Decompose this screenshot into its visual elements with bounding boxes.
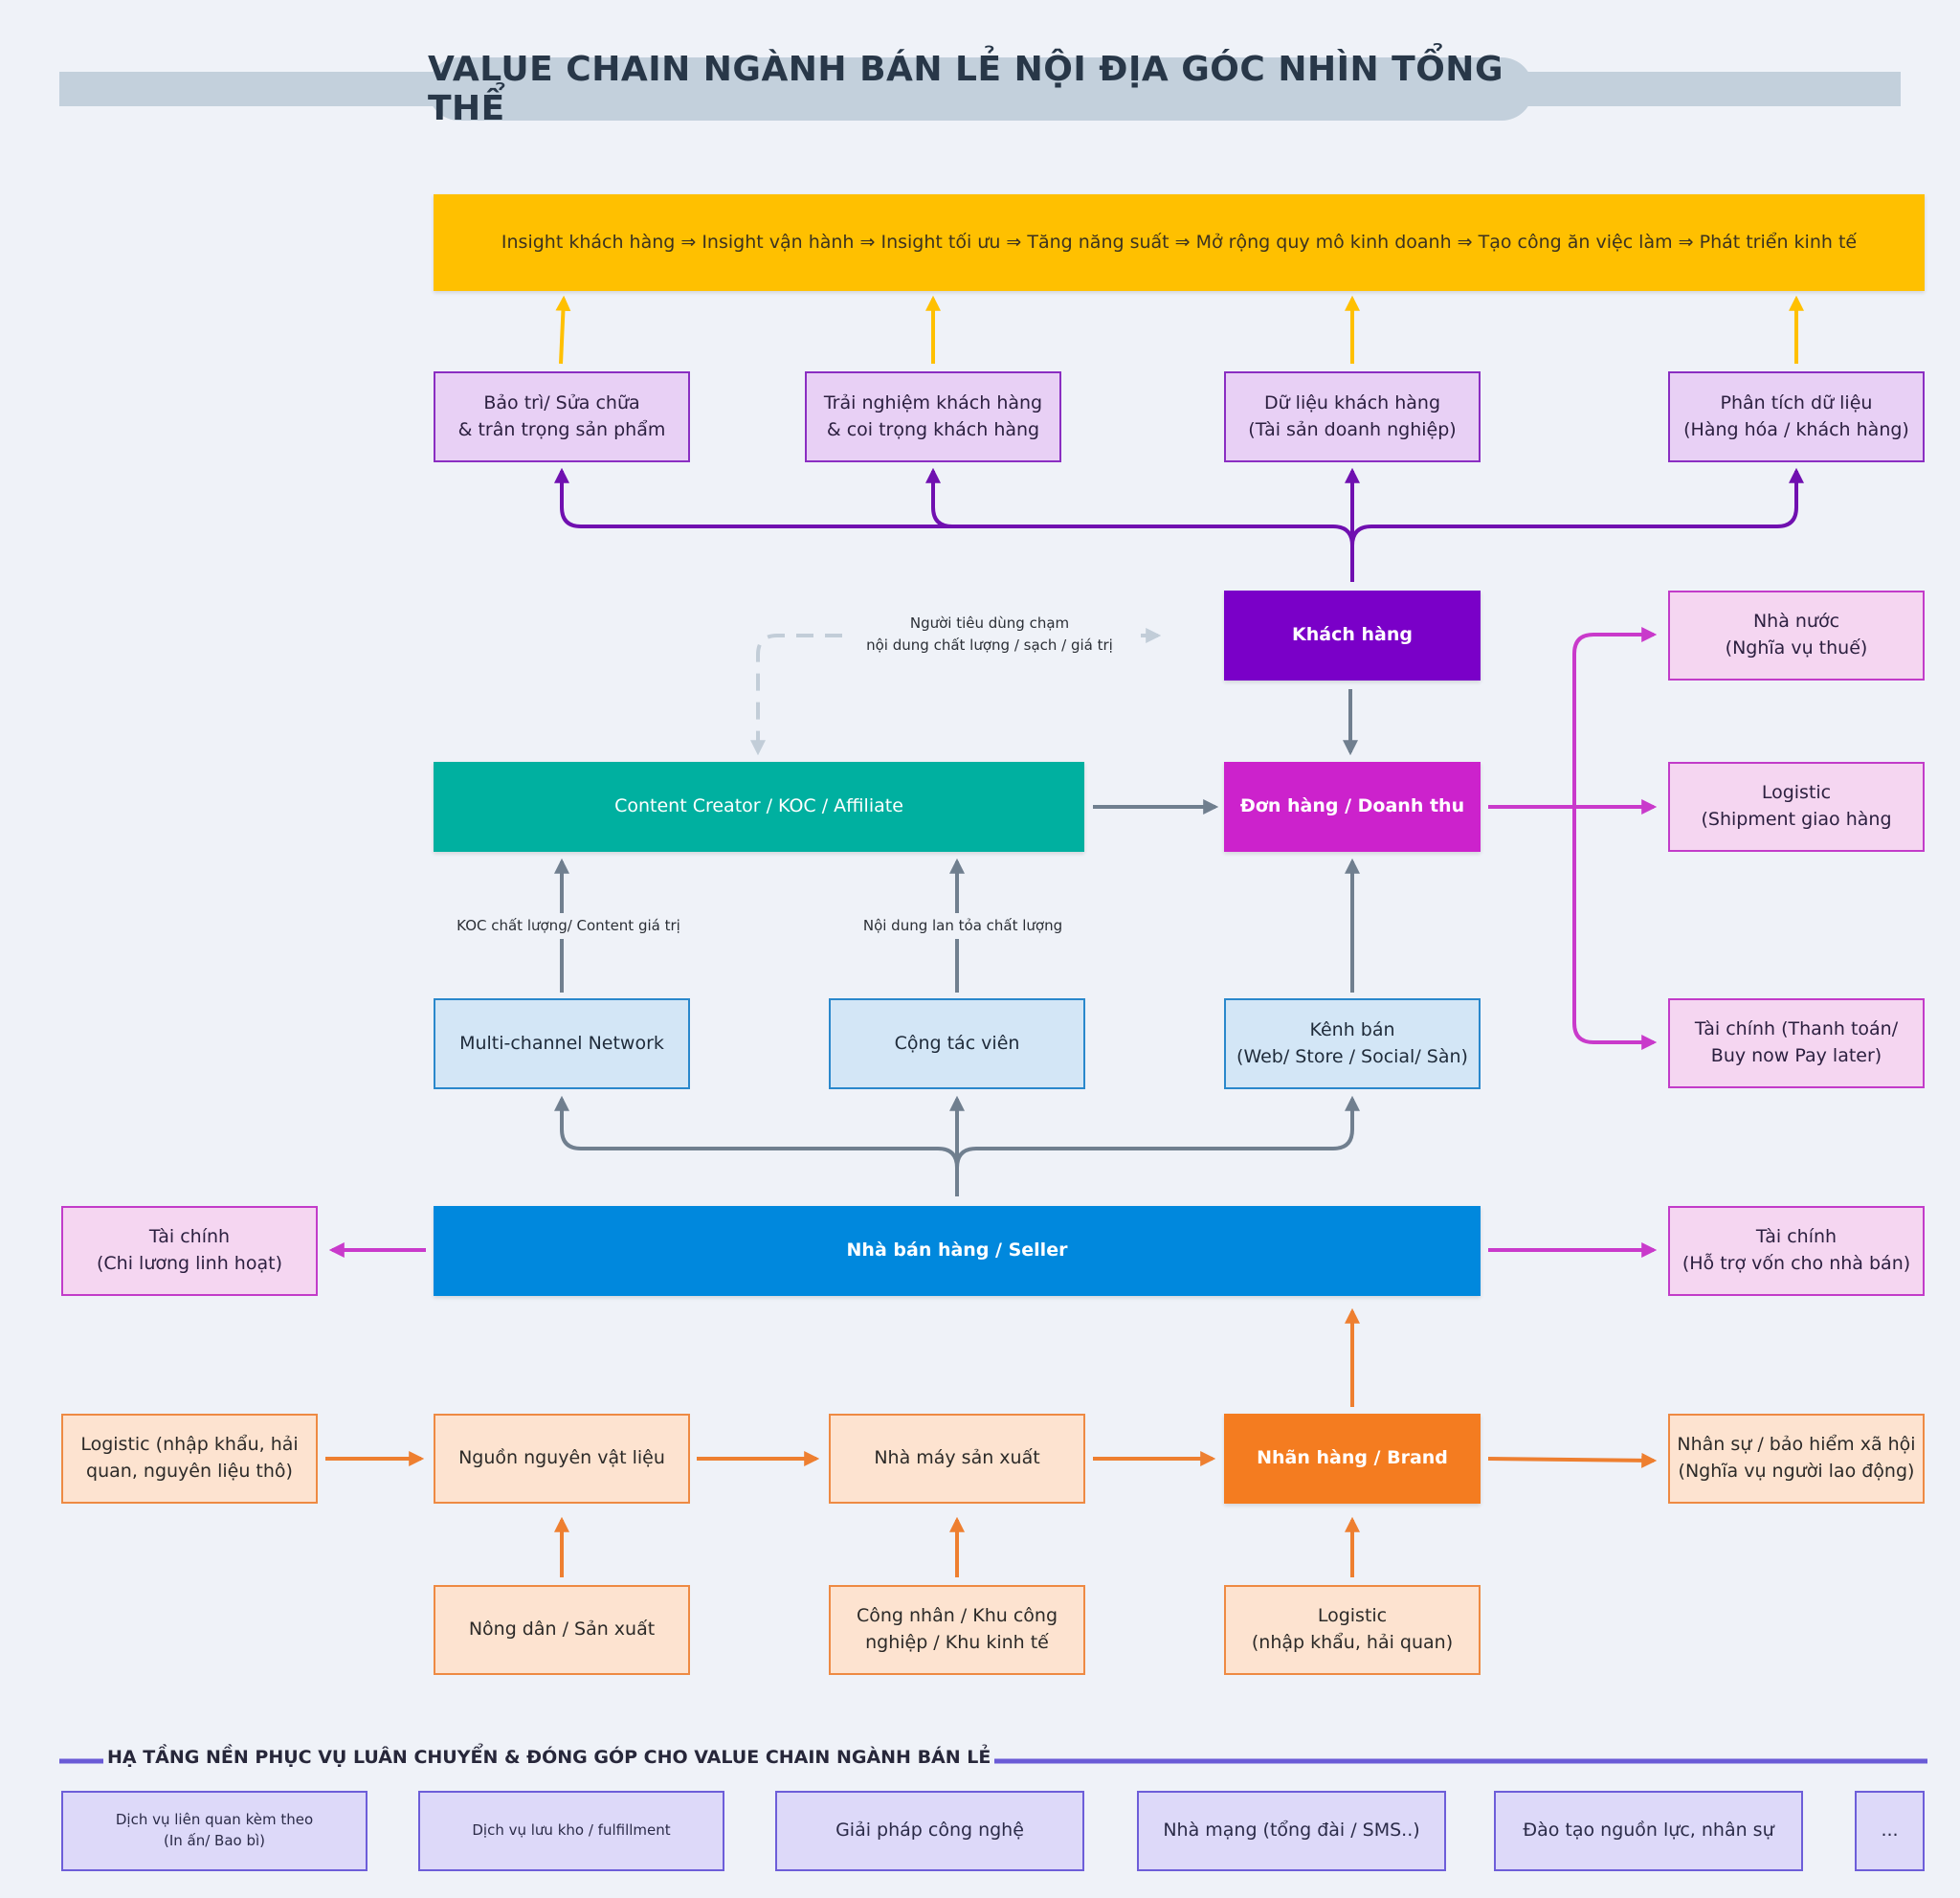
collaborator-box: Cộng tác viên: [829, 998, 1085, 1089]
logistics-import-box: Logistic (nhập khẩu, hải quan, nguyên li…: [61, 1414, 318, 1504]
hr-insurance-box: Nhân sự / bảo hiểm xã hội (Nghĩa vụ ngườ…: [1668, 1414, 1925, 1504]
arrow-customer-to-maintenance: [554, 467, 1354, 582]
edge-label-koc-quality: KOC chất lượng/ Content giá trị: [438, 913, 699, 939]
arrow-brand-to-hr: [1487, 1452, 1658, 1468]
customer-data-box: Dữ liệu khách hàng (Tài sản doanh nghiệp…: [1224, 371, 1481, 462]
arrow-seller-to-mcn: [554, 1095, 959, 1196]
experience-box: Trải nghiệm khách hàng & coi trọng khách…: [805, 371, 1061, 462]
arrow-customer-to-analytics: [1350, 467, 1804, 547]
edge-label-consumer-touch: Người tiêu dùng chạm nội dung chất lượng…: [850, 611, 1129, 658]
seller-node: Nhà bán hàng / Seller: [434, 1206, 1481, 1296]
sales-channel-box: Kênh bán (Web/ Store / Social/ Sàn): [1224, 998, 1481, 1089]
state-box: Nhà nước (Nghĩa vụ thuế): [1668, 591, 1925, 681]
arrow-orders-to-state: [1572, 627, 1658, 807]
workers-box: Công nhân / Khu công nghiệp / Khu kinh t…: [829, 1585, 1085, 1675]
infra-item-printing: Dịch vụ liên quan kèm theo (In ấn/ Bao b…: [61, 1791, 368, 1871]
edge-label-spread-content: Nội dung lan tỏa chất lượng: [842, 913, 1083, 939]
mcn-box: Multi-channel Network: [434, 998, 690, 1089]
content-creator-node: Content Creator / KOC / Affiliate: [434, 762, 1084, 852]
factory-box: Nhà máy sản xuất: [829, 1414, 1085, 1504]
infra-item-fulfillment: Dịch vụ lưu kho / fulfillment: [418, 1791, 724, 1871]
raw-material-box: Nguồn nguyên vật liệu: [434, 1414, 690, 1504]
finance-payment-box: Tài chính (Thanh toán/ Buy now Pay later…: [1668, 998, 1925, 1088]
farmer-box: Nông dân / Sản xuất: [434, 1585, 690, 1675]
orders-node: Đơn hàng / Doanh thu: [1224, 762, 1481, 852]
arrow-maintenance-to-banner: [555, 295, 571, 365]
insight-banner: Insight khách hàng ⇒ Insight vận hành ⇒ …: [434, 194, 1925, 291]
data-analytics-box: Phân tích dữ liệu (Hàng hóa / khách hàng…: [1668, 371, 1925, 462]
logistics-customs-box: Logistic (nhập khẩu, hải quan): [1224, 1585, 1481, 1675]
maintenance-box: Bảo trì/ Sửa chữa & trân trọng sản phẩm: [434, 371, 690, 462]
infra-item-tech: Giải pháp công nghệ: [775, 1791, 1084, 1871]
arrow-orders-to-finance: [1572, 807, 1658, 1050]
logistics-shipment-box: Logistic (Shipment giao hàng: [1668, 762, 1925, 852]
finance-capital-box: Tài chính (Hỗ trợ vốn cho nhà bán): [1668, 1206, 1925, 1296]
arrow-seller-to-channel: [955, 1095, 1360, 1169]
customer-node: Khách hàng: [1224, 591, 1481, 681]
infrastructure-title: HẠ TẦNG NỀN PHỤC VỤ LUÂN CHUYỂN & ĐÓNG G…: [103, 1747, 995, 1768]
finance-salary-box: Tài chính (Chi lương linh hoạt): [61, 1206, 318, 1296]
arrow-consumer-touch: [750, 628, 1162, 756]
brand-node: Nhãn hàng / Brand: [1224, 1414, 1481, 1504]
arrow-customer-to-experience: [925, 467, 953, 528]
infra-item-training: Đào tạo nguồn lực, nhân sự: [1494, 1791, 1803, 1871]
infra-item-more: ...: [1855, 1791, 1925, 1871]
infra-item-telecom: Nhà mạng (tổng đài / SMS..): [1137, 1791, 1446, 1871]
